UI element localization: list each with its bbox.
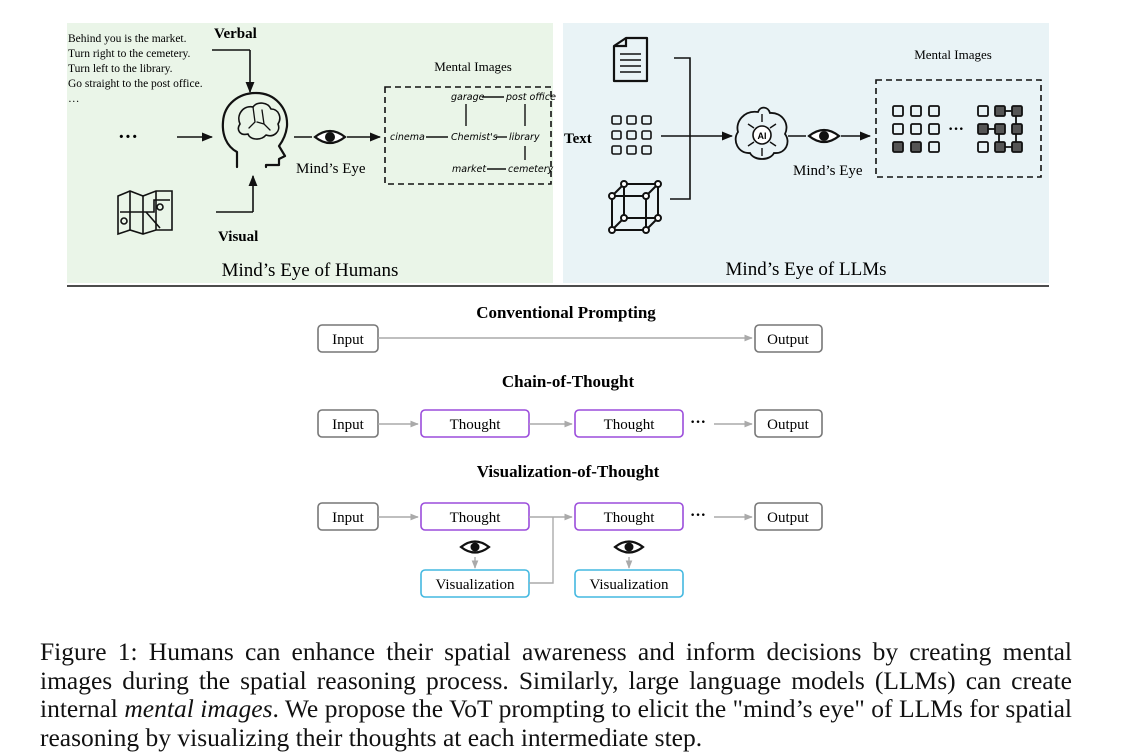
grid-icon bbox=[611, 115, 652, 155]
humans-panel-title: Mind’s Eye of Humans bbox=[222, 260, 399, 281]
cot-ellipsis: ··· bbox=[690, 414, 706, 431]
verbal-line-2: Turn right to the cemetery. bbox=[68, 48, 191, 60]
map-label-cemetery: cemetery bbox=[508, 164, 554, 175]
vot-eye-icon-2 bbox=[613, 540, 645, 554]
cube-icon bbox=[608, 180, 662, 234]
vot-output-box bbox=[754, 502, 823, 531]
figure-diagram: Behind you is the market. Turn right to … bbox=[67, 23, 1049, 598]
map-label-library: library bbox=[509, 132, 540, 143]
cot-output-label: Output bbox=[767, 417, 810, 433]
verbal-line-5: … bbox=[68, 93, 80, 105]
head-brain-icon bbox=[221, 91, 289, 169]
cot-thought-2-box bbox=[574, 409, 684, 438]
vot-visualization-1-label: Visualization bbox=[435, 577, 515, 593]
vot-visualization-2-box bbox=[574, 569, 684, 598]
eye-icon bbox=[313, 129, 347, 145]
conventional-input-label: Input bbox=[332, 332, 364, 348]
cot-title: Chain-of-Thought bbox=[502, 372, 635, 391]
visual-label: Visual bbox=[218, 229, 258, 245]
verbal-label: Verbal bbox=[214, 26, 257, 42]
document-icon bbox=[612, 36, 649, 83]
cot-thought-2-label: Thought bbox=[604, 417, 656, 433]
map-label-market: market bbox=[452, 164, 487, 175]
inputs-bracket bbox=[670, 57, 691, 200]
humans-mental-images-box bbox=[384, 86, 552, 185]
vot-input-label: Input bbox=[332, 510, 364, 526]
verbal-instructions: Behind you is the market. Turn right to … bbox=[68, 33, 203, 105]
ai-brain-icon bbox=[734, 106, 789, 160]
map-label-garage: garage bbox=[451, 92, 485, 103]
map-label-cinema: cinema bbox=[390, 132, 425, 143]
cot-thought-1-label: Thought bbox=[450, 417, 502, 433]
mental-map bbox=[426, 96, 526, 170]
mental-grid-right bbox=[977, 105, 1023, 153]
llms-panel-bg bbox=[563, 23, 1049, 283]
conventional-output-box bbox=[754, 324, 823, 353]
humans-panel-bg bbox=[67, 23, 553, 283]
llms-mental-images-title: Mental Images bbox=[914, 47, 992, 62]
vot-thought-1-label: Thought bbox=[450, 510, 502, 526]
map-label-post-office: post office bbox=[505, 92, 556, 103]
vot-title: Visualization-of-Thought bbox=[477, 462, 660, 481]
caption-suffix: . We propose the VoT prompting to elicit… bbox=[40, 694, 1072, 752]
llms-minds-eye-label: Mind’s Eye bbox=[793, 163, 863, 179]
llms-mental-ellipsis: ··· bbox=[948, 121, 964, 138]
map-icon bbox=[117, 190, 173, 236]
vot-eye-icon-1 bbox=[459, 540, 491, 554]
mental-grid-left bbox=[892, 105, 940, 153]
vot-thought-2-box bbox=[574, 502, 684, 531]
llm-eye-icon bbox=[807, 128, 841, 144]
conventional-output-label: Output bbox=[767, 332, 810, 348]
humans-ellipsis: ··· bbox=[118, 126, 138, 148]
humans-mental-images-title: Mental Images bbox=[434, 59, 512, 74]
ai-label: AI bbox=[758, 131, 767, 141]
conventional-title: Conventional Prompting bbox=[476, 303, 656, 322]
llms-mental-images-box bbox=[875, 79, 1042, 178]
verbal-line-3: Turn left to the library. bbox=[68, 63, 173, 75]
humans-minds-eye-label: Mind’s Eye bbox=[296, 161, 366, 177]
vot-thought-2-label: Thought bbox=[604, 510, 656, 526]
vot-feedback-connector bbox=[529, 517, 554, 584]
cot-input-label: Input bbox=[332, 417, 364, 433]
cot-output-box bbox=[754, 409, 823, 438]
caption-prefix: Figure 1: Humans can enhance their spati… bbox=[40, 637, 1072, 723]
verbal-line-4: Go straight to the post office. bbox=[68, 78, 203, 90]
figure-caption: Figure 1: Humans can enhance their spati… bbox=[40, 637, 1072, 752]
llms-panel-title: Mind’s Eye of LLMs bbox=[726, 259, 887, 280]
vot-output-label: Output bbox=[767, 510, 810, 526]
map-label-chemists: Chemist's bbox=[451, 132, 498, 143]
caption-emphasis: mental images bbox=[124, 694, 273, 723]
vot-visualization-2-label: Visualization bbox=[589, 577, 669, 593]
vot-ellipsis: ··· bbox=[690, 507, 706, 524]
verbal-line-1: Behind you is the market. bbox=[68, 33, 187, 45]
text-label: Text bbox=[564, 131, 592, 147]
